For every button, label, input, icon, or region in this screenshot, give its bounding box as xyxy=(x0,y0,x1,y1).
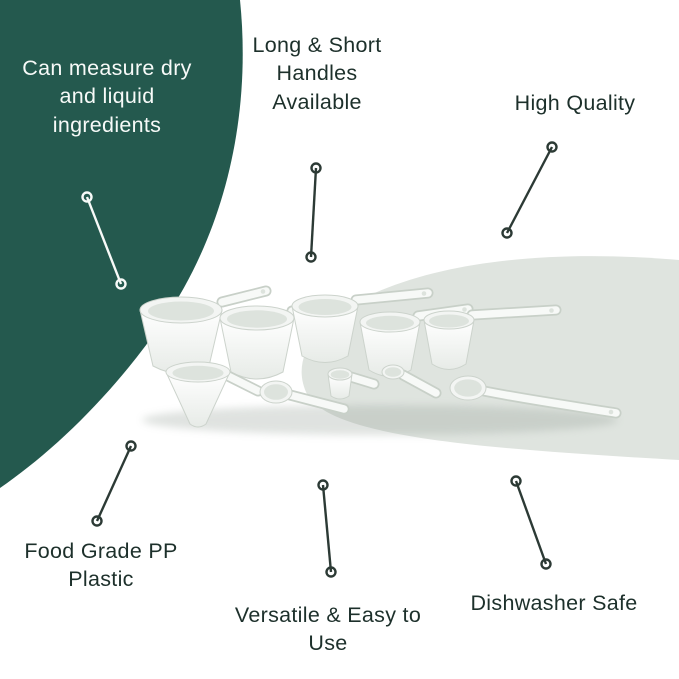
callout-measure-label: Can measure dry and liquid ingredients xyxy=(22,56,192,137)
connector-dot xyxy=(310,162,322,174)
small-measuring-cup xyxy=(327,367,380,400)
connector-dot xyxy=(317,479,329,491)
measuring-cup-3 xyxy=(291,287,434,363)
product-shadow xyxy=(142,405,618,435)
connector-foodgrade-line xyxy=(91,440,137,527)
connector-dot xyxy=(115,278,127,290)
spoon-2 xyxy=(381,364,442,399)
connector-dot xyxy=(501,227,513,239)
connector-dot xyxy=(325,566,337,578)
callout-dishwasher-label: Dishwasher Safe xyxy=(470,591,638,615)
connector-dot xyxy=(81,191,93,203)
callout-handles-label: Long & Short Handles Available xyxy=(252,33,382,114)
measuring-cup-5 xyxy=(423,304,562,370)
background-teal-shape xyxy=(0,0,243,488)
long-spoon xyxy=(449,375,622,419)
connector-dot xyxy=(305,251,317,263)
connector-dishwasher-line xyxy=(510,475,552,570)
connector-measure-line xyxy=(81,191,127,290)
connector-quality-line xyxy=(501,141,558,239)
measuring-cups-image xyxy=(139,285,622,435)
callout-foodgrade-label: Food Grade PP Plastic xyxy=(24,539,178,592)
connector-dot xyxy=(510,475,522,487)
scoop xyxy=(165,361,264,428)
spoon-1 xyxy=(259,380,350,415)
connector-versatile-line xyxy=(317,479,337,578)
connector-dot xyxy=(125,440,137,452)
connector-dot xyxy=(91,515,103,527)
connector-dot xyxy=(546,141,558,153)
connector-dot xyxy=(540,558,552,570)
callout-quality-label: High Quality xyxy=(514,91,636,115)
connector-handles-line xyxy=(305,162,322,263)
callout-versatile-label: Versatile & Easy to Use xyxy=(234,603,422,656)
